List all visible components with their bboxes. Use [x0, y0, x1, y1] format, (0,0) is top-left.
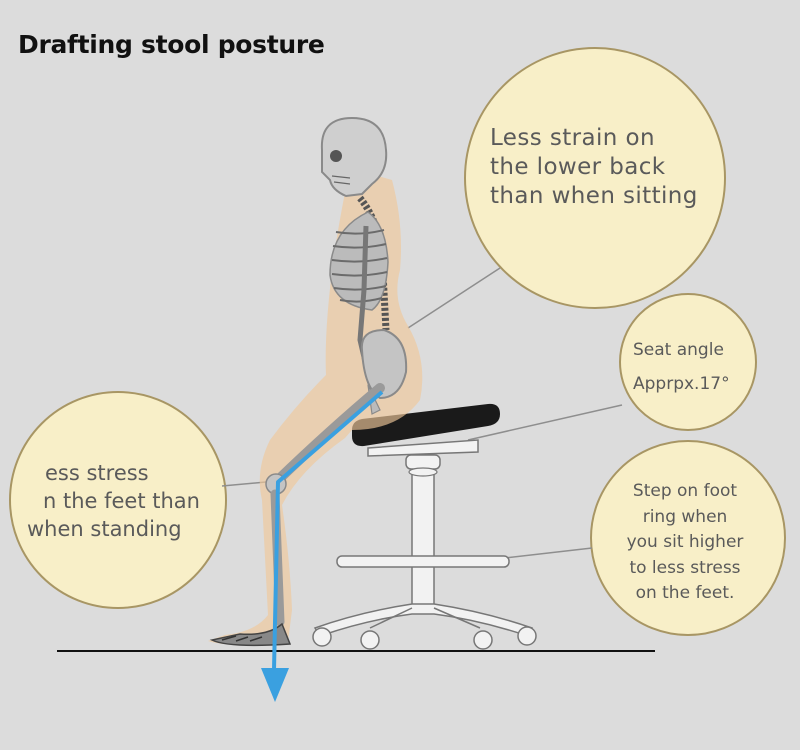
callout-line: the lower back — [490, 154, 666, 180]
callout-line: n the feet than — [43, 489, 200, 513]
callout-line: when standing — [27, 517, 182, 541]
callout-line: on the feet. — [635, 583, 735, 603]
drafting-stool — [312, 403, 537, 650]
lower-back-bubble — [464, 47, 726, 309]
callout-line: ring when — [642, 506, 728, 527]
lower-back-leader — [407, 267, 501, 329]
seat-angle-callout: Seat angle Apprpx.17° — [633, 333, 730, 401]
callout-line: Apprpx.17° — [633, 374, 730, 394]
femur — [273, 383, 385, 485]
seat-angle-leader — [467, 404, 623, 441]
feet-leader — [221, 481, 267, 487]
stool-base — [313, 603, 534, 637]
callout-line: Seat angle — [633, 340, 724, 360]
stool-seat — [352, 403, 500, 447]
caster — [360, 630, 380, 650]
lower-back-callout: Less strain on the lower back than when … — [490, 124, 698, 211]
foot-ring-bubble — [590, 440, 786, 636]
foot-bones — [209, 622, 292, 647]
seat-angle-bubble — [619, 293, 757, 431]
foot-ring-callout: Step on foot ring when you sit higher to… — [600, 479, 770, 607]
callout-line: than when sitting — [490, 183, 698, 209]
arrow-head — [261, 668, 289, 702]
page-title: Drafting stool posture — [18, 30, 325, 59]
caster — [312, 627, 332, 647]
feet-bubble — [9, 391, 227, 609]
caster — [473, 630, 493, 650]
feet-callout: ess stress n the feet than when standing — [25, 459, 200, 543]
callout-line: Less strain on — [490, 125, 655, 151]
body-silhouette — [208, 168, 423, 645]
foot-ring — [336, 555, 510, 568]
callout-line: ess stress — [45, 461, 149, 485]
callout-line: Step on foot — [632, 481, 738, 501]
skeleton — [209, 116, 408, 647]
caster — [517, 626, 537, 646]
callout-line: to less stress — [629, 557, 741, 578]
stool-column — [411, 454, 435, 606]
load-arrow — [261, 390, 384, 702]
callout-line: you sit higher — [626, 532, 744, 552]
